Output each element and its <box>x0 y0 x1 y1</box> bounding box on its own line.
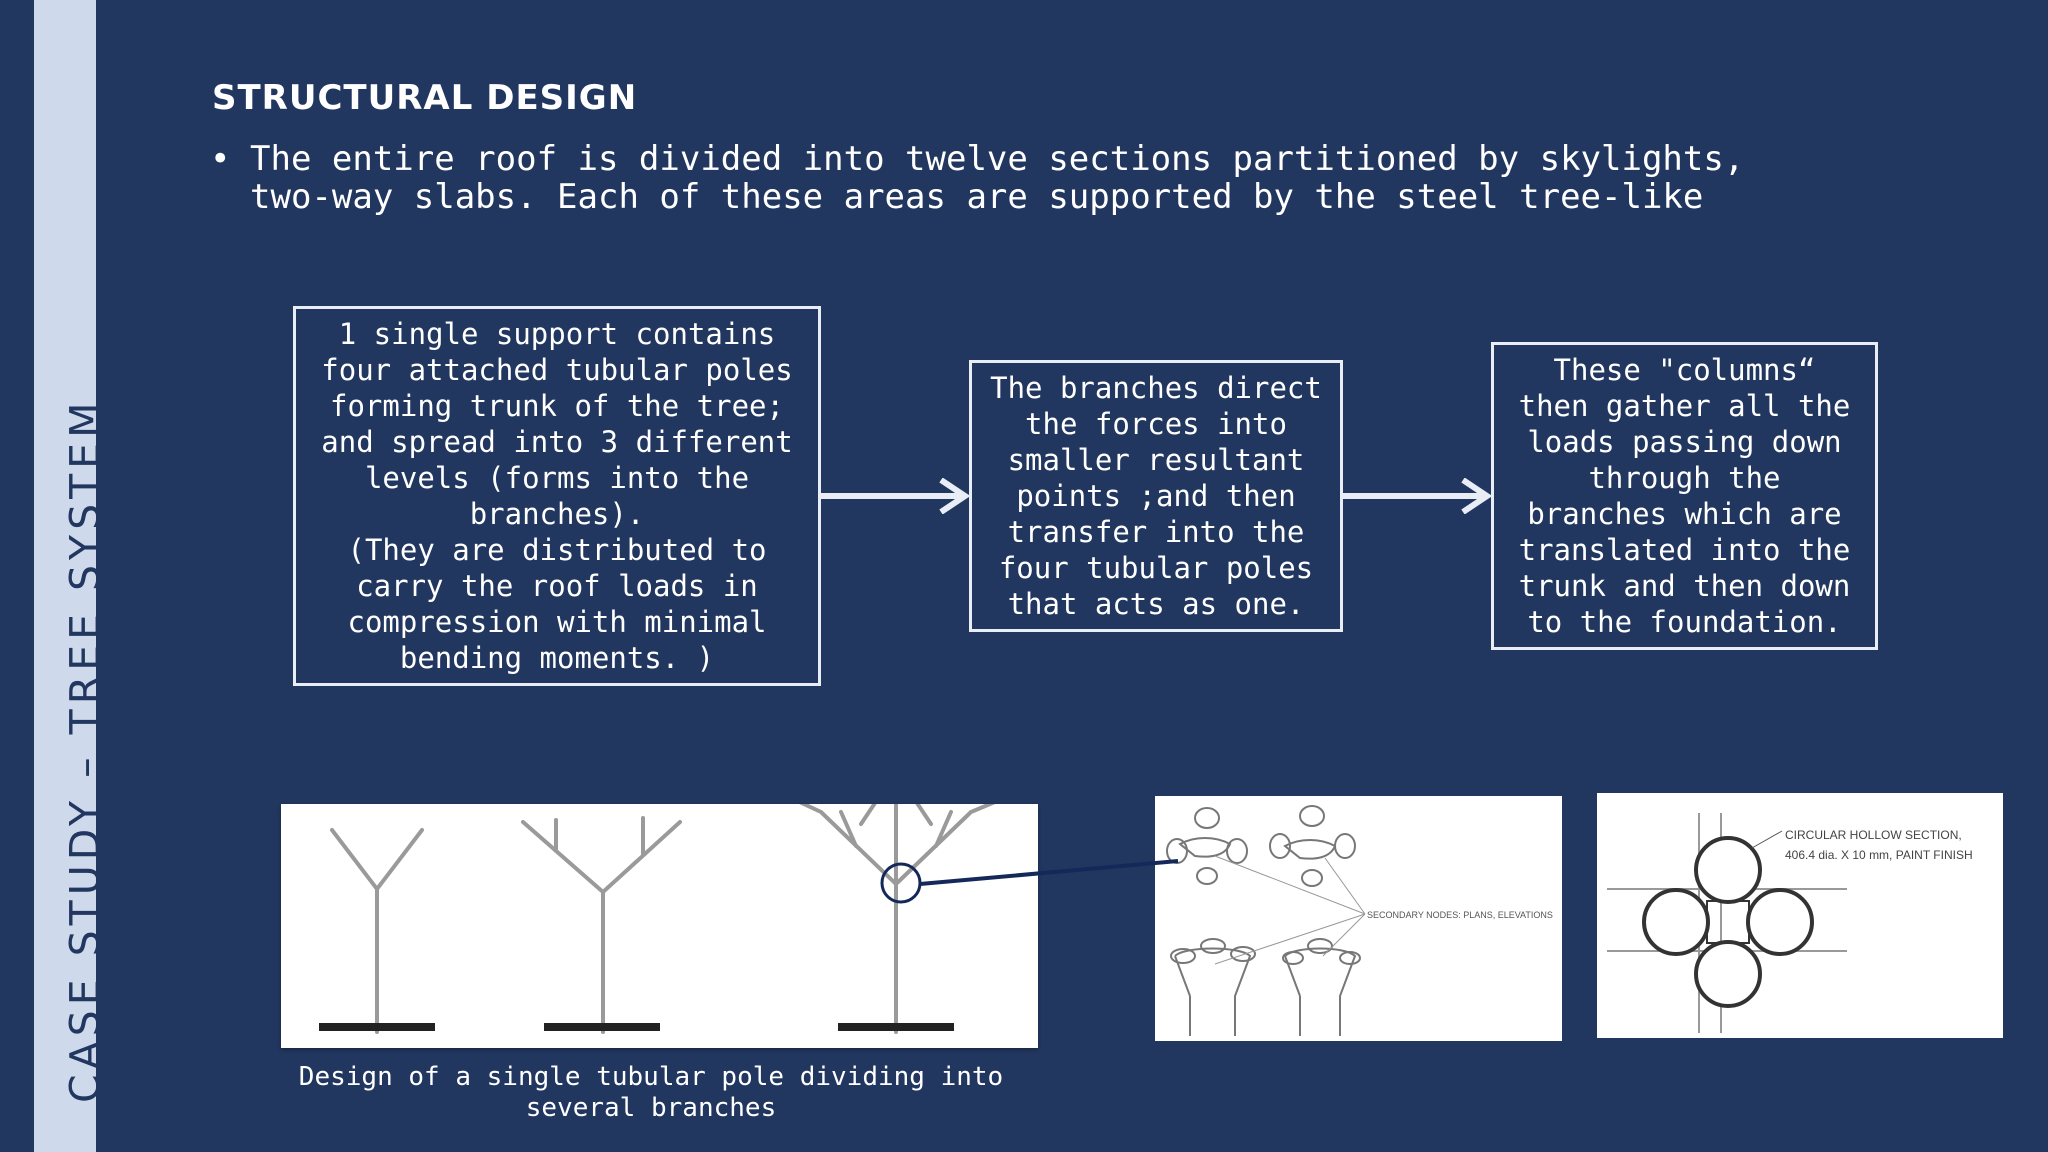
nodes-label: SECONDARY NODES: PLANS, ELEVATIONS <box>1367 910 1553 920</box>
nodes-svg: SECONDARY NODES: PLANS, ELEVATIONS <box>1166 805 1553 1036</box>
box1-line: (They are distributed to <box>347 533 767 567</box>
intro-bullet: • The entire roof is divided into twelve… <box>210 140 1830 216</box>
box1-line: compression with minimal <box>347 605 767 639</box>
section-svg: CIRCULAR HOLLOW SECTION, 406.4 dia. X 10… <box>1607 813 1973 1033</box>
caption-line-1: Design of a single tubular pole dividing… <box>298 1062 1004 1092</box>
box1-line: carry the roof loads in <box>356 569 758 603</box>
flow-arrow-2 <box>1343 478 1493 514</box>
box1-line: 1 single support contains <box>338 317 776 351</box>
box2-line: the forces into <box>1025 407 1287 441</box>
box1-line: four attached tubular poles <box>321 353 793 387</box>
box3-line: trunk and then down <box>1518 569 1851 603</box>
box2-line: The branches direct <box>990 371 1322 405</box>
flow-box-trunk: 1 single support contains four attached … <box>293 306 821 686</box>
bullet-icon: • <box>210 139 231 179</box>
box2-line: that acts as one. <box>1007 587 1305 621</box>
box1-line: branches). <box>469 497 645 531</box>
detail-callout-circle <box>880 862 922 904</box>
box3-line: These "columns“ <box>1553 353 1816 387</box>
box1-line: bending moments. ) <box>399 641 715 675</box>
box2-line: transfer into the <box>1007 515 1305 549</box>
figure-caption: Design of a single tubular pole dividing… <box>281 1062 1021 1124</box>
flow-arrow-1 <box>821 478 971 514</box>
box3-line: branches which are <box>1527 497 1842 531</box>
sidebar-strip <box>34 0 96 1152</box>
box3-line: translated into the <box>1518 533 1851 567</box>
box3-line: loads passing down <box>1527 425 1842 459</box>
bullet-line-1: The entire roof is divided into twelve s… <box>250 139 1745 179</box>
box1-line: and spread into 3 different <box>321 425 793 459</box>
tree-elevations-svg <box>319 804 996 1034</box>
section-label-1: CIRCULAR HOLLOW SECTION, <box>1785 828 1962 842</box>
box1-line: forming trunk of the tree; <box>330 389 784 423</box>
box2-line: smaller resultant <box>1007 443 1305 477</box>
flow-box-columns: These "columns“ then gather all the load… <box>1491 342 1878 650</box>
section-label-2: 406.4 dia. X 10 mm, PAINT FINISH <box>1785 848 1973 862</box>
page-title: STRUCTURAL DESIGN <box>212 78 638 118</box>
box2-line: points ;and then <box>1016 479 1296 513</box>
flow-box-branches: The branches direct the forces into smal… <box>969 360 1343 632</box>
box3-line: to the foundation. <box>1527 605 1842 639</box>
box3-line: through the <box>1588 461 1781 495</box>
caption-line-2: several branches <box>525 1093 777 1123</box>
box3-line: then gather all the <box>1518 389 1851 423</box>
box2-line: four tubular poles <box>998 551 1314 585</box>
secondary-nodes-drawing: SECONDARY NODES: PLANS, ELEVATIONS <box>1155 796 1562 1041</box>
circular-section-drawing: CIRCULAR HOLLOW SECTION, 406.4 dia. X 10… <box>1597 793 2003 1038</box>
box1-line: levels (forms into the <box>364 461 750 495</box>
bullet-line-2: two-way slabs. Each of these areas are s… <box>250 177 1704 217</box>
tree-elevations-drawing <box>281 804 1038 1048</box>
sidebar-title: CASE STUDY – TREE SYSTEM <box>61 397 109 1103</box>
